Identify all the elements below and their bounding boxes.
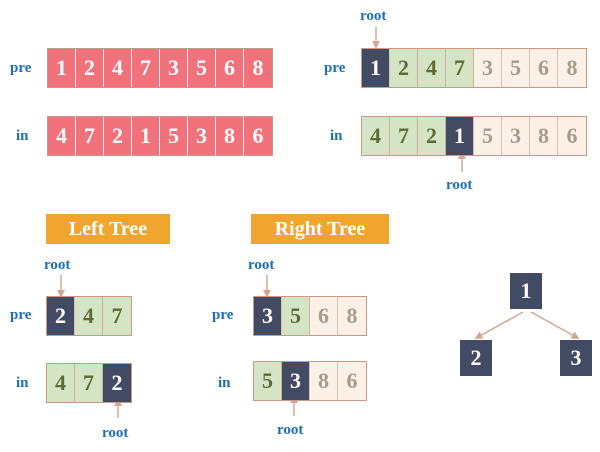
pre-label-panel1: pre xyxy=(10,60,32,76)
array-cell: 5 xyxy=(474,117,502,155)
array-cell: 3 xyxy=(282,362,310,400)
tree-node-left: 2 xyxy=(460,340,492,376)
in-label-panel1: in xyxy=(16,128,29,144)
array-cell: 3 xyxy=(474,49,502,87)
array-cell: 4 xyxy=(104,49,132,87)
array-cell: 6 xyxy=(310,297,338,335)
array-cell: 4 xyxy=(48,117,76,155)
array-cell: 2 xyxy=(104,117,132,155)
array-cell: 4 xyxy=(362,117,390,155)
array-cell: 2 xyxy=(47,297,75,335)
array-cell: 4 xyxy=(47,364,75,402)
array-cell: 1 xyxy=(132,117,160,155)
array-cell: 3 xyxy=(502,117,530,155)
array-cell: 6 xyxy=(530,49,558,87)
array-cell: 5 xyxy=(502,49,530,87)
tree-edge-right xyxy=(530,311,580,339)
array-cell: 5 xyxy=(254,362,282,400)
array-cell: 7 xyxy=(132,49,160,87)
root-label-in-panel2: root xyxy=(446,177,473,193)
array-cell: 1 xyxy=(446,117,474,155)
left-tree-badge: Left Tree xyxy=(46,214,170,244)
array-cell: 3 xyxy=(188,117,216,155)
array-cell: 5 xyxy=(188,49,216,87)
array-cell: 8 xyxy=(244,49,272,87)
array-cell: 5 xyxy=(160,117,188,155)
in-label-panel2: in xyxy=(330,128,343,144)
array-cell: 1 xyxy=(362,49,390,87)
tree-node-root: 1 xyxy=(510,273,542,309)
root-label-pre-right: root xyxy=(248,257,275,273)
array-cell: 4 xyxy=(418,49,446,87)
array-cell: 2 xyxy=(76,49,104,87)
array-cell: 3 xyxy=(160,49,188,87)
in-label-right: in xyxy=(218,375,231,391)
array-cell: 1 xyxy=(48,49,76,87)
in-label-left: in xyxy=(16,375,29,391)
root-label-in-right: root xyxy=(277,422,304,438)
array-cell: 8 xyxy=(216,117,244,155)
array-cell: 7 xyxy=(446,49,474,87)
array-cell: 7 xyxy=(390,117,418,155)
tree-node-right: 3 xyxy=(560,340,592,376)
array-cell: 2 xyxy=(103,364,131,402)
array-cell: 2 xyxy=(390,49,418,87)
tree-edge-left xyxy=(474,311,524,339)
right-tree-badge: Right Tree xyxy=(251,214,389,244)
root-label-in-left: root xyxy=(102,425,129,441)
array-cell: 8 xyxy=(338,297,366,335)
pre-label-left: pre xyxy=(10,307,32,323)
pre-label-right: pre xyxy=(212,307,234,323)
array-cell: 2 xyxy=(418,117,446,155)
array-cell: 6 xyxy=(558,117,586,155)
root-label-pre-panel2: root xyxy=(360,8,387,24)
array-cell: 8 xyxy=(530,117,558,155)
root-label-pre-left: root xyxy=(44,257,71,273)
array-cell: 3 xyxy=(254,297,282,335)
array-cell: 4 xyxy=(75,297,103,335)
pre-label-panel2: pre xyxy=(324,60,346,76)
array-cell: 7 xyxy=(76,117,104,155)
array-cell: 6 xyxy=(216,49,244,87)
array-cell: 5 xyxy=(282,297,310,335)
array-cell: 7 xyxy=(75,364,103,402)
array-cell: 6 xyxy=(338,362,366,400)
array-cell: 8 xyxy=(310,362,338,400)
array-cell: 8 xyxy=(558,49,586,87)
array-cell: 6 xyxy=(244,117,272,155)
array-cell: 7 xyxy=(103,297,131,335)
